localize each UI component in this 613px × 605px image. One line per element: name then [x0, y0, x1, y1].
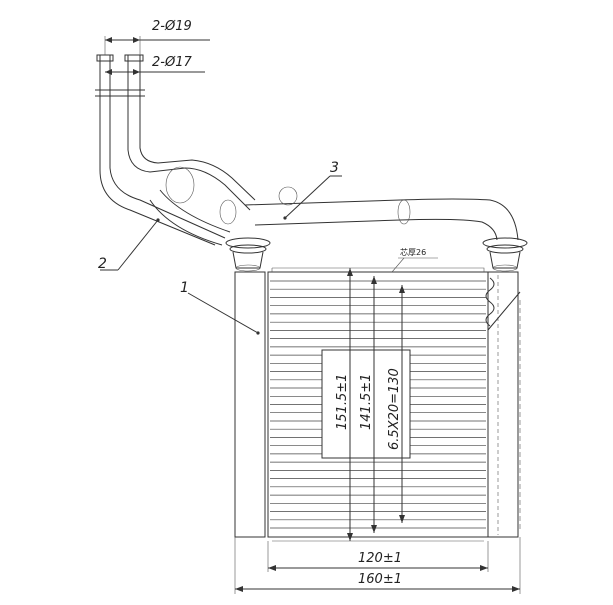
- height-inner-label: 141.5±1: [359, 374, 374, 430]
- core-thickness-leader: [391, 257, 438, 273]
- callout-3: 3: [330, 160, 339, 176]
- callout-leaders: [100, 175, 342, 335]
- transfer-pipe: [244, 186, 519, 241]
- width-total-label: 160±1: [358, 572, 402, 587]
- height-outer-label: 151.5±1: [335, 374, 350, 430]
- fin-pitch-label: 6.5X20=130: [387, 368, 402, 450]
- callout-1: 1: [180, 280, 189, 296]
- core-thickness-note: 芯厚26: [400, 247, 426, 257]
- pipe-dia-19-label: 2-Ø19: [152, 19, 192, 34]
- right-header-nipple: [482, 237, 528, 272]
- callout-2: 2: [98, 256, 107, 272]
- horizontal-dims: [234, 537, 521, 594]
- left-header-nipple: [225, 237, 271, 272]
- vertical-dims: [347, 268, 405, 541]
- width-core-label: 120±1: [358, 551, 402, 566]
- heater-core-body: [234, 267, 521, 542]
- pipe-diameter-dims: [104, 36, 210, 75]
- inlet-outlet-pipes: [95, 54, 256, 246]
- pipe-dia-17-label: 2-Ø17: [152, 55, 192, 70]
